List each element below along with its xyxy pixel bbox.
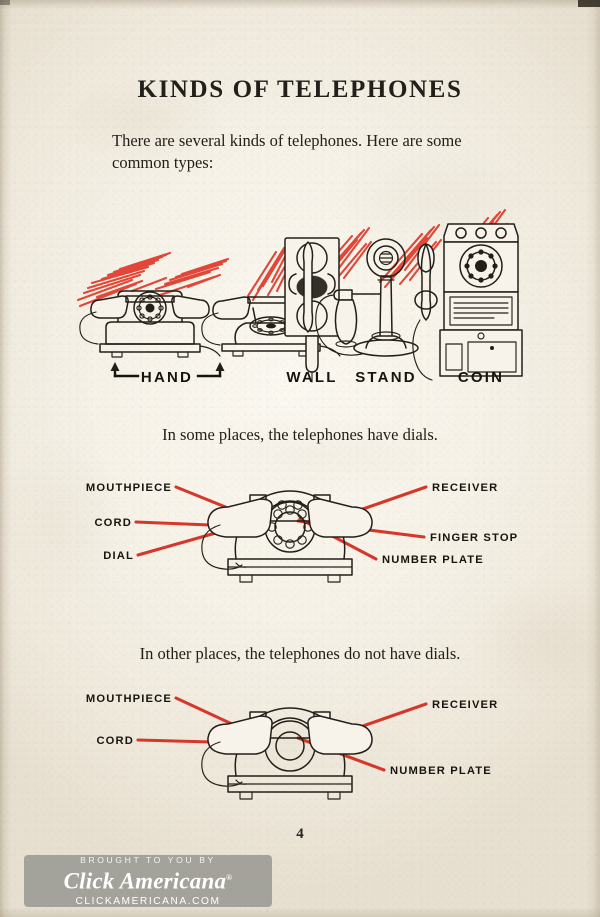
watermark-tagline: BROUGHT TO YOU BY [80,855,216,866]
telephone-types-figure: HAND WALL STAND COIN [70,196,540,391]
page-number: 4 [296,826,304,842]
nodial-callout-cord: CORD [96,735,134,747]
dial-telephone-diagram: MOUTHPIECE CORD DIAL RECEIVER FINGER STO… [60,455,540,600]
pay-phone-illustration [412,223,523,381]
dial-callout-mouthpiece: MOUTHPIECE [86,482,172,494]
dial-figure-caption: In some places, the telephones have dial… [162,425,438,444]
nodial-callout-mouthpiece: MOUTHPIECE [86,693,172,705]
watermark-brand: Click Americana® [64,866,233,894]
scan-corner-artifact-top-left [0,0,10,5]
desk-phone-front-dial-illustration [79,290,221,358]
type-label-hand: HAND [141,369,193,386]
page-top-edge-shadow [0,0,600,9]
type-labels: HAND WALL STAND COIN [110,362,504,386]
nodial-callout-receiver: RECEIVER [432,699,498,711]
type-label-coin: COIN [458,369,504,386]
watermark-registered-mark: ® [226,873,233,883]
page-binding-shadow [0,0,12,917]
page-title: KINDS OF TELEPHONES [137,76,463,103]
dial-callout-leaders [134,485,428,561]
dial-callout-finger-stop: FINGER STOP [430,532,518,544]
dial-callout-dial: DIAL [103,550,134,562]
click-americana-watermark: BROUGHT TO YOU BY Click Americana® CLICK… [24,855,272,907]
intro-paragraph: There are several kinds of telephones. H… [112,131,462,172]
candlestick-phone-illustration [315,238,419,357]
scan-corner-artifact-top-right [578,0,600,7]
type-label-stand: STAND [355,369,417,386]
dial-telephone-illustration [201,490,373,583]
type-label-wall: WALL [286,369,337,386]
nodial-telephone-diagram: MOUTHPIECE CORD RECEIVER NUMBER PLATE [60,672,540,817]
watermark-brand-text: Click Americana [63,868,227,894]
dial-callout-number-plate: NUMBER PLATE [382,554,484,566]
dial-callout-receiver: RECEIVER [432,482,498,494]
page-bottom-edge-shadow [0,907,600,917]
hand-bracket-arrows [110,362,225,378]
watermark-url: CLICKAMERICANA.COM [75,895,221,907]
nodial-figure-caption: In other places, the telephones do not h… [139,644,461,663]
dial-callout-cord: CORD [94,517,132,529]
nodial-telephone-illustration [201,707,373,800]
nodial-callout-number-plate: NUMBER PLATE [390,765,492,777]
page-right-edge-shadow [586,0,600,917]
wall-phone-illustration [284,237,340,383]
